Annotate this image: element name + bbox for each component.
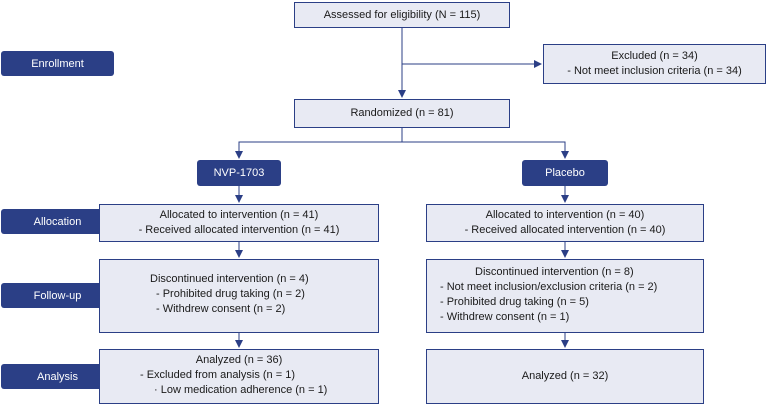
right-followup-title: Discontinued intervention (n = 8) xyxy=(475,266,634,278)
left-followup-box: Discontinued intervention (n = 4) - Proh… xyxy=(99,259,379,333)
left-analysis-box: Analyzed (n = 36) - Excluded from analys… xyxy=(99,349,379,404)
left-analysis-title: Analyzed (n = 36) xyxy=(195,354,283,366)
left-allocation-line: Allocated to intervention (n = 41) xyxy=(159,209,319,221)
left-followup-title: Discontinued intervention (n = 4) xyxy=(150,273,309,285)
right-allocation-line: - Received allocated intervention (n = 4… xyxy=(464,224,666,236)
stage-label-followup: Follow-up xyxy=(1,283,114,308)
right-followup-box: Discontinued intervention (n = 8) - Not … xyxy=(426,259,704,333)
stage-label-allocation: Allocation xyxy=(1,209,114,234)
right-followup-item: - Prohibited drug taking (n = 5) xyxy=(440,296,589,308)
stage-label-analysis: Analysis xyxy=(1,364,114,389)
excluded-box: Excluded (n = 34) - Not meet inclusion c… xyxy=(543,44,766,84)
randomized-text: Randomized (n = 81) xyxy=(350,107,454,119)
right-allocation-box: Allocated to intervention (n = 40) - Rec… xyxy=(426,204,704,242)
assessed-box: Assessed for eligibility (N = 115) xyxy=(294,2,510,28)
right-followup-item: - Withdrew consent (n = 1) xyxy=(440,311,570,323)
stage-label-enrollment: Enrollment xyxy=(1,51,114,76)
excluded-reason: - Not meet inclusion criteria (n = 34) xyxy=(567,65,742,77)
excluded-title: Excluded (n = 34) xyxy=(611,50,698,62)
left-allocation-box: Allocated to intervention (n = 41) - Rec… xyxy=(99,204,379,242)
arrow-randomized-to-right xyxy=(402,141,569,159)
left-analysis-item: - Excluded from analysis (n = 1) xyxy=(140,369,295,381)
right-allocation-line: Allocated to intervention (n = 40) xyxy=(485,209,645,221)
left-followup-item: - Withdrew consent (n = 2) xyxy=(156,303,286,315)
right-analysis-title: Analyzed (n = 32) xyxy=(521,370,609,382)
randomized-box: Randomized (n = 81) xyxy=(294,99,510,128)
left-analysis-item: · Low medication adherence (n = 1) xyxy=(154,384,328,396)
arm-label-nvp1703: NVP-1703 xyxy=(197,160,281,186)
assessed-text: Assessed for eligibility (N = 115) xyxy=(323,9,481,21)
right-analysis-box: Analyzed (n = 32) xyxy=(426,349,704,404)
arm-label-placebo: Placebo xyxy=(522,160,608,186)
right-followup-item: - Not meet inclusion/exclusion criteria … xyxy=(440,281,658,293)
left-followup-item: - Prohibited drug taking (n = 2) xyxy=(156,288,305,300)
left-allocation-line: - Received allocated intervention (n = 4… xyxy=(138,224,340,236)
arrow-randomized-to-left xyxy=(235,128,403,159)
